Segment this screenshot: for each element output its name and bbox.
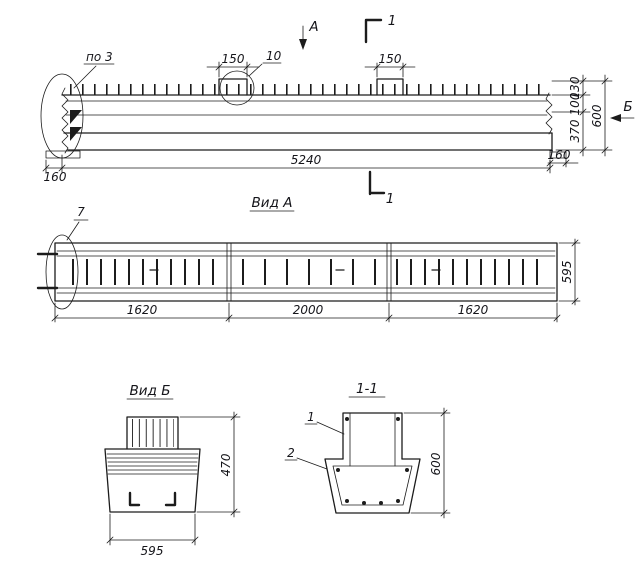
detail-10-label: 10 xyxy=(266,49,282,63)
dim-470: 470 xyxy=(219,453,233,476)
left-break-line xyxy=(61,87,69,154)
dim-2000: 2000 xyxy=(293,303,324,317)
dim-150-right-lines xyxy=(364,62,416,78)
dim-130: 130 xyxy=(568,76,582,99)
dim-160-right: 160 xyxy=(548,148,571,162)
top-block-2 xyxy=(376,78,404,96)
weld-triangle-2 xyxy=(70,127,82,141)
callout-po3-leader xyxy=(73,63,115,89)
dim-595-view-a: 595 xyxy=(560,261,574,284)
dim-600-section: 600 xyxy=(429,452,443,475)
dim-150-left-lines xyxy=(206,61,260,78)
view-b-width-dim-lines xyxy=(106,513,199,546)
elevation-view: по 3 150 150 10 А 1 1 Б 130 100 370 xyxy=(40,13,635,207)
dim-150-left: 150 xyxy=(222,52,245,66)
detail-10-leader xyxy=(248,62,282,77)
view-b-anchor-left xyxy=(128,491,141,507)
dim-370: 370 xyxy=(568,119,582,142)
view-a-dividers xyxy=(226,242,392,302)
view-mark-b-label: Б xyxy=(623,99,632,115)
top-block-1 xyxy=(218,78,248,96)
section-callout-2-leader xyxy=(284,457,328,470)
view-a-outline xyxy=(54,242,558,302)
view-mark-a-label: А xyxy=(308,19,318,35)
weld-triangle-1 xyxy=(70,110,82,124)
view-b-body-hatch xyxy=(106,453,199,475)
right-dim-total-line xyxy=(601,74,609,157)
detail-circle-10 xyxy=(219,70,255,106)
dim-160-left: 160 xyxy=(44,170,67,184)
section-callout-1-label: 1 xyxy=(307,410,315,424)
dim-5240: 5240 xyxy=(291,153,322,167)
dim-600: 600 xyxy=(590,104,604,127)
section-callout-2-label: 2 xyxy=(287,446,295,460)
cut-mark-top-line xyxy=(364,18,383,44)
view-a: Вид А 7 1620 2000 1620 595 xyxy=(36,195,581,323)
dim-150-right: 150 xyxy=(379,52,402,66)
cut-mark-bottom-line xyxy=(368,170,386,196)
section-stem-inner xyxy=(349,412,396,467)
right-dim-ext-lines xyxy=(551,80,613,151)
callout-7-label: 7 xyxy=(77,205,85,219)
cut-mark-bottom-label: 1 xyxy=(386,191,395,207)
section-stem-outer xyxy=(342,412,403,460)
view-a-dim-lines xyxy=(51,302,561,323)
section-base-inner xyxy=(332,465,413,506)
view-b-title: Вид Б xyxy=(130,383,171,399)
view-b-height-dim-lines xyxy=(179,411,241,518)
cut-mark-top-label: 1 xyxy=(388,13,397,29)
callout-ellipse-7 xyxy=(45,234,79,310)
view-a-arrowhead xyxy=(299,39,307,50)
section-title: 1-1 xyxy=(356,381,378,397)
view-b: Вид Б 470 595 xyxy=(104,383,241,558)
dim-100: 100 xyxy=(568,92,582,115)
section-base-outer xyxy=(324,458,421,514)
right-160-dim-lines xyxy=(546,157,579,168)
section-1-1: 1-1 1 2 600 xyxy=(284,381,451,519)
view-b-anchor-right xyxy=(164,491,177,507)
section-rebar-dots xyxy=(336,417,409,505)
view-a-rails xyxy=(56,250,556,294)
callout-po3-label: по 3 xyxy=(86,50,113,64)
view-a-title: Вид А xyxy=(252,195,293,211)
view-a-depth-dim-lines xyxy=(558,238,581,306)
view-a-left-bars xyxy=(36,252,59,290)
dim-1620-right: 1620 xyxy=(458,303,489,317)
right-dim-chain-line xyxy=(579,74,587,157)
dim-1620-left: 1620 xyxy=(127,303,158,317)
beam-bottom-edge xyxy=(67,132,553,151)
view-b-arrowhead xyxy=(610,114,621,122)
right-break-line xyxy=(545,92,553,135)
section-callout-1-leader xyxy=(304,421,345,435)
right-bearing-pad xyxy=(549,151,567,159)
section-height-dim-lines xyxy=(403,407,451,519)
view-b-body xyxy=(104,448,201,513)
callout-7-leader xyxy=(66,219,89,241)
dim-595-view-b: 595 xyxy=(141,544,164,558)
view-b-top-block xyxy=(126,416,179,450)
